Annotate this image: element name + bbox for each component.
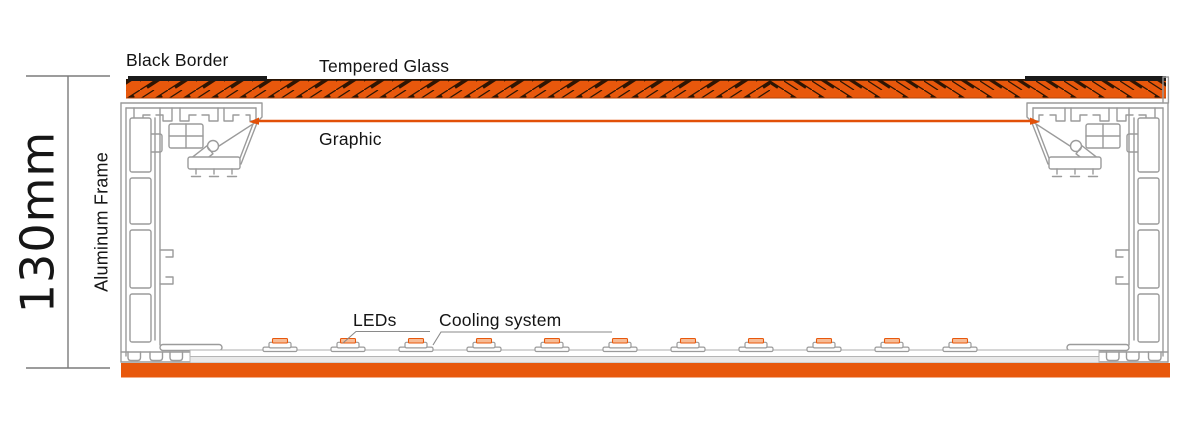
- left-frame-profile: [120, 102, 263, 363]
- led-module: [466, 337, 502, 353]
- led-module: [874, 337, 910, 353]
- leds-leader-line: [342, 330, 430, 344]
- led-module: [534, 337, 570, 353]
- led-module: [942, 337, 978, 353]
- back-panel-bar: [121, 363, 1170, 378]
- black-border-strip-right: [1025, 76, 1166, 81]
- led-module: [330, 337, 366, 353]
- graphic-label: Graphic: [319, 129, 382, 149]
- black-border-strip-left: [128, 76, 267, 81]
- right-frame-profile: [1026, 102, 1169, 363]
- cooling-plate-shadow: [189, 356, 1100, 364]
- led-module: [738, 337, 774, 353]
- led-module: [262, 337, 298, 353]
- tempered-glass-label: Tempered Glass: [319, 56, 450, 76]
- led-module: [602, 337, 638, 353]
- dimension-marker: [26, 75, 110, 369]
- aluminum-frame-label: Aluminum Frame: [91, 152, 112, 292]
- dimension-130mm-label: 130mm: [10, 130, 65, 314]
- leds-label: LEDs: [353, 310, 397, 330]
- black-border-label: Black Border: [126, 50, 229, 70]
- led-module: [398, 337, 434, 353]
- right-glazing-leg: [1162, 76, 1170, 104]
- cooling-system-label: Cooling system: [439, 310, 562, 330]
- tempered-glass-bar: [126, 79, 1166, 99]
- led-module: [806, 337, 842, 353]
- cooling-leader-line: [432, 331, 612, 346]
- graphic-film-line: [249, 117, 1040, 125]
- led-module: [670, 337, 706, 353]
